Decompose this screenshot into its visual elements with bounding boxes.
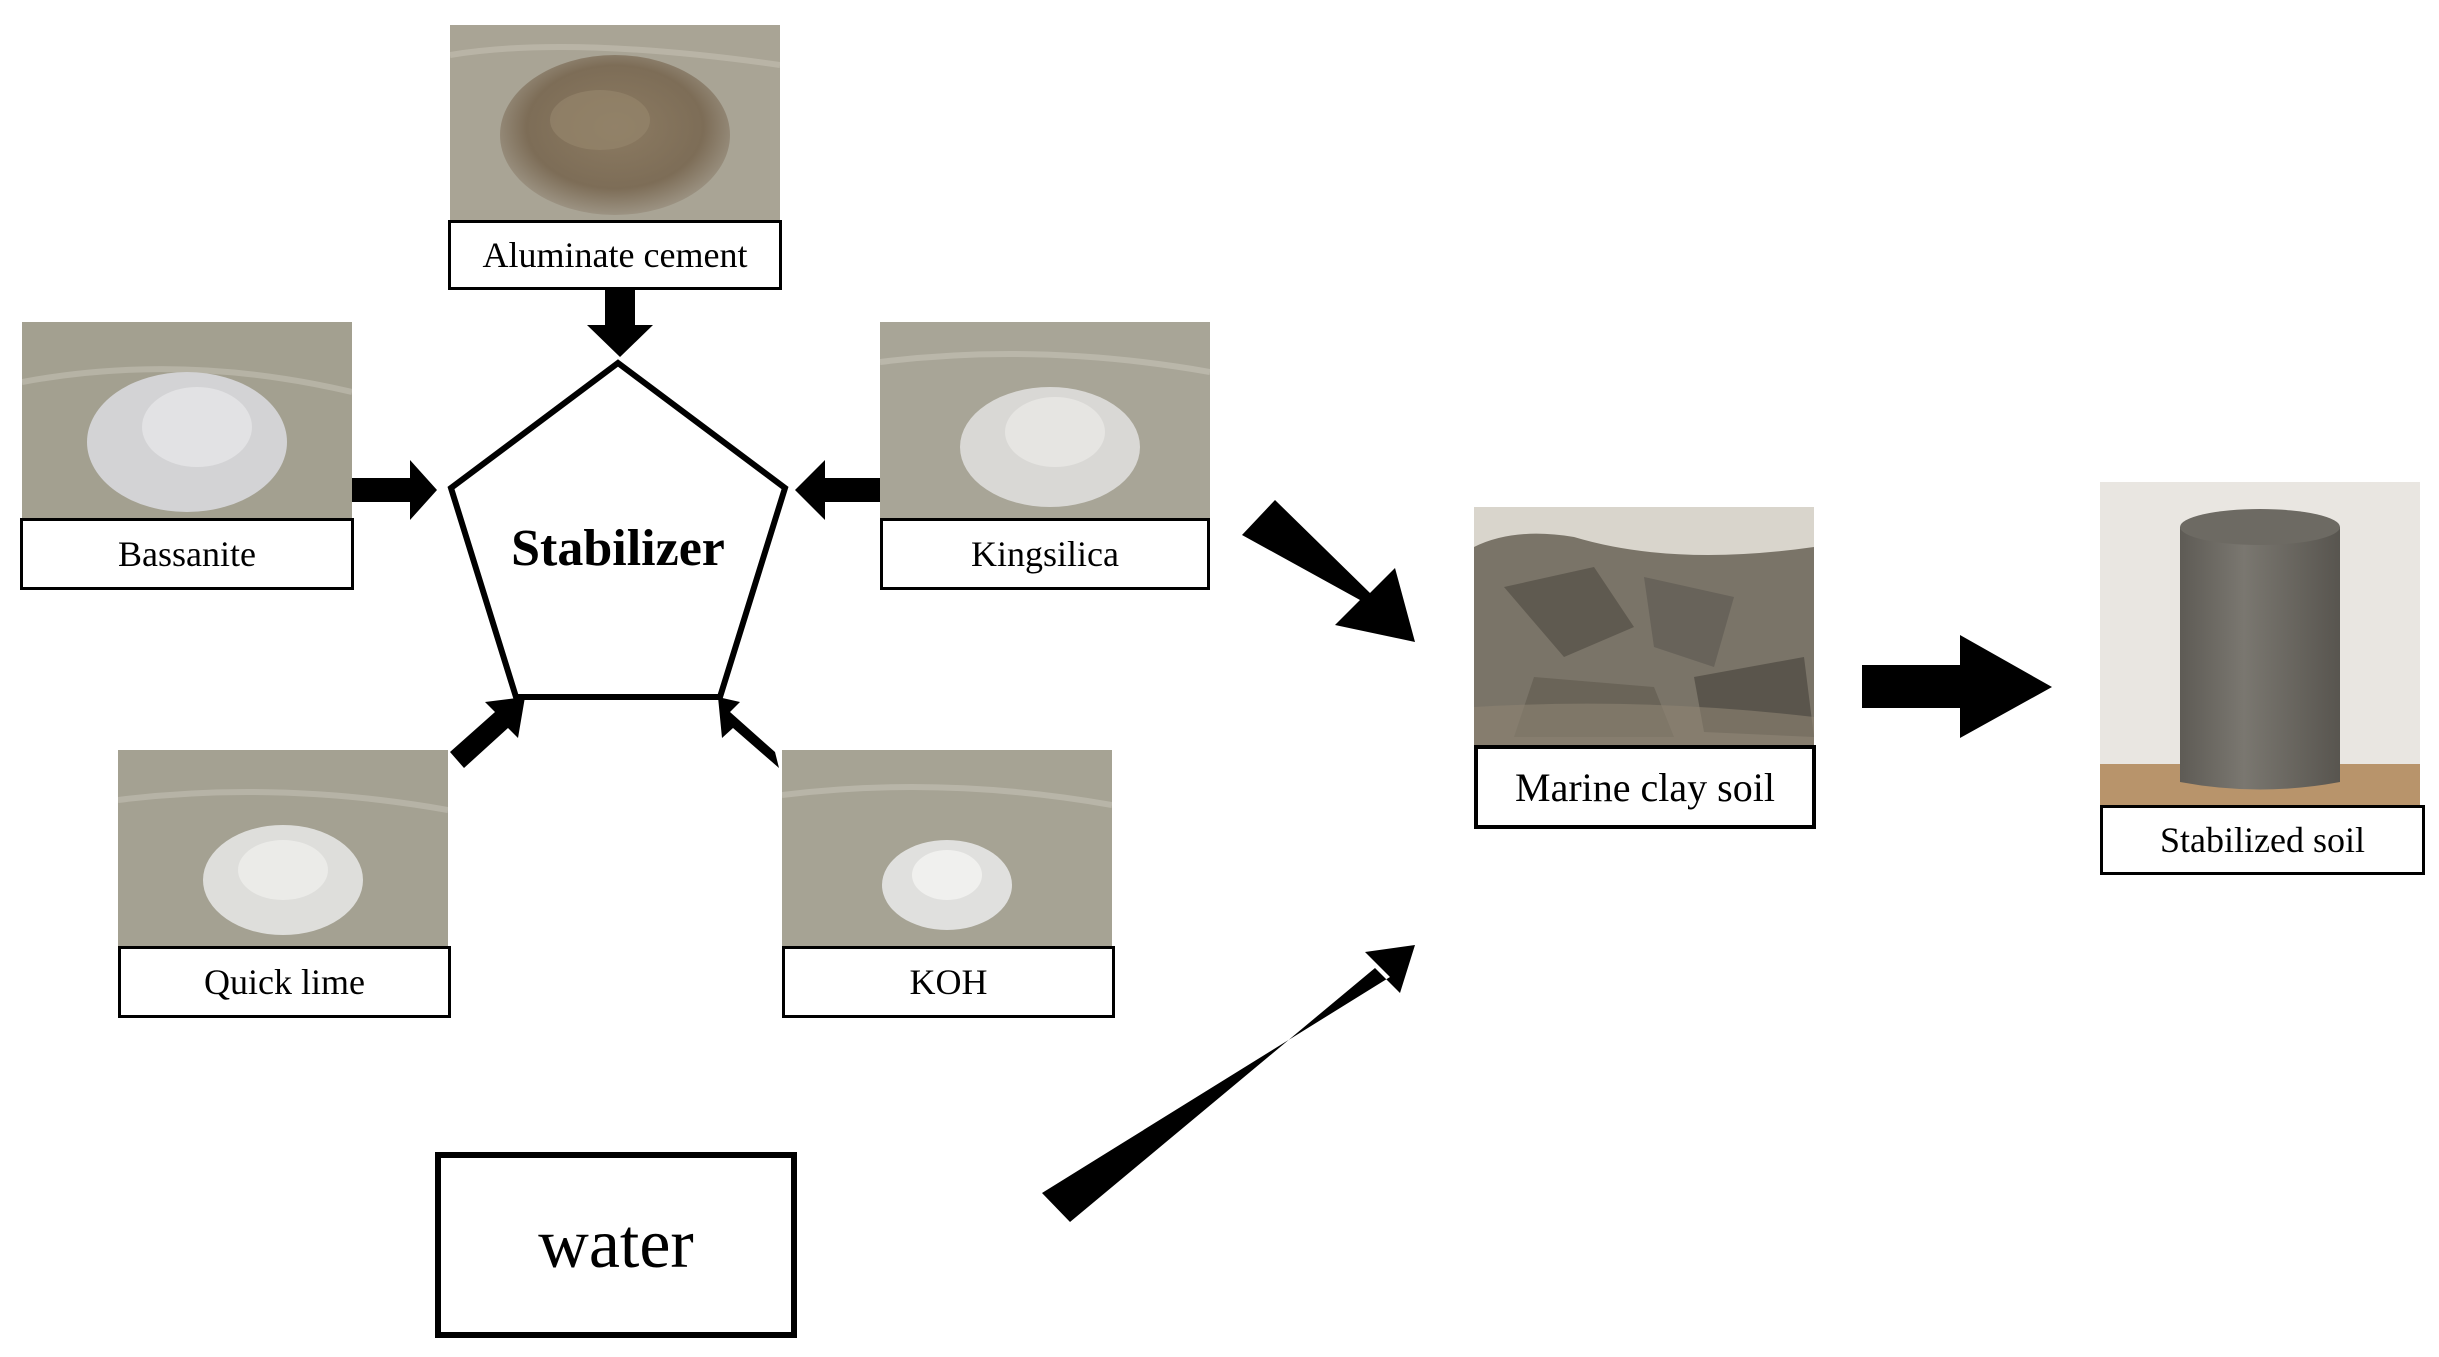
stabilized-soil-label: Stabilized soil [2100, 805, 2425, 875]
koh-label: KOH [782, 946, 1115, 1018]
koh-photo [782, 750, 1112, 950]
marine-clay-soil-label: Marine clay soil [1474, 745, 1816, 829]
arrow-right-icon [1862, 635, 2052, 738]
arrow-down-right-icon [1242, 500, 1415, 642]
stabilizer-label: Stabilizer [511, 520, 725, 577]
marine-clay-soil-photo [1474, 507, 1814, 747]
quick-lime-label: Quick lime [118, 946, 451, 1018]
arrow-up-right-icon [1042, 945, 1415, 1222]
water-box: water [435, 1152, 797, 1338]
arrow-up-left-icon [718, 697, 779, 768]
arrow-up-right-icon [450, 697, 525, 768]
bassanite-photo [22, 322, 352, 522]
arrow-left-icon [795, 460, 880, 520]
kingsilica-photo [880, 322, 1210, 522]
kingsilica-label: Kingsilica [880, 518, 1210, 590]
water-label: water [538, 1206, 694, 1283]
bassanite-label: Bassanite [20, 518, 354, 590]
arrow-right-icon [352, 460, 437, 520]
aluminate-cement-label: Aluminate cement [448, 220, 782, 290]
stabilized-soil-photo [2100, 482, 2420, 807]
quick-lime-photo [118, 750, 448, 950]
aluminate-cement-photo [450, 25, 780, 225]
arrow-down-icon [587, 290, 653, 357]
stabilizer-pentagon [447, 359, 789, 700]
